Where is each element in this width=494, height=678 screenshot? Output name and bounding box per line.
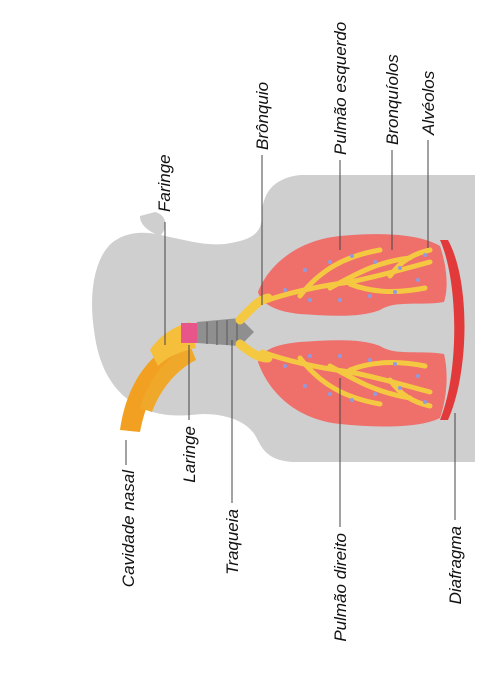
- label-cavidade-nasal: Cavidade nasal: [119, 469, 138, 587]
- label-faringe: Faringe: [155, 154, 174, 212]
- label-pulmao-esquerdo: Pulmão esquerdo: [331, 22, 350, 155]
- label-traqueia: Traqueia: [223, 509, 242, 575]
- label-pulmao-direito: Pulmão direito: [331, 533, 350, 642]
- label-bronquio: Brônquio: [253, 82, 272, 150]
- label-diafragma: Diafragma: [446, 526, 465, 604]
- larynx: [181, 323, 197, 343]
- label-laringe: Laringe: [180, 426, 199, 483]
- label-alveolos: Alvéolos: [419, 70, 438, 136]
- label-bronquiolos: Bronquíolos: [383, 54, 402, 145]
